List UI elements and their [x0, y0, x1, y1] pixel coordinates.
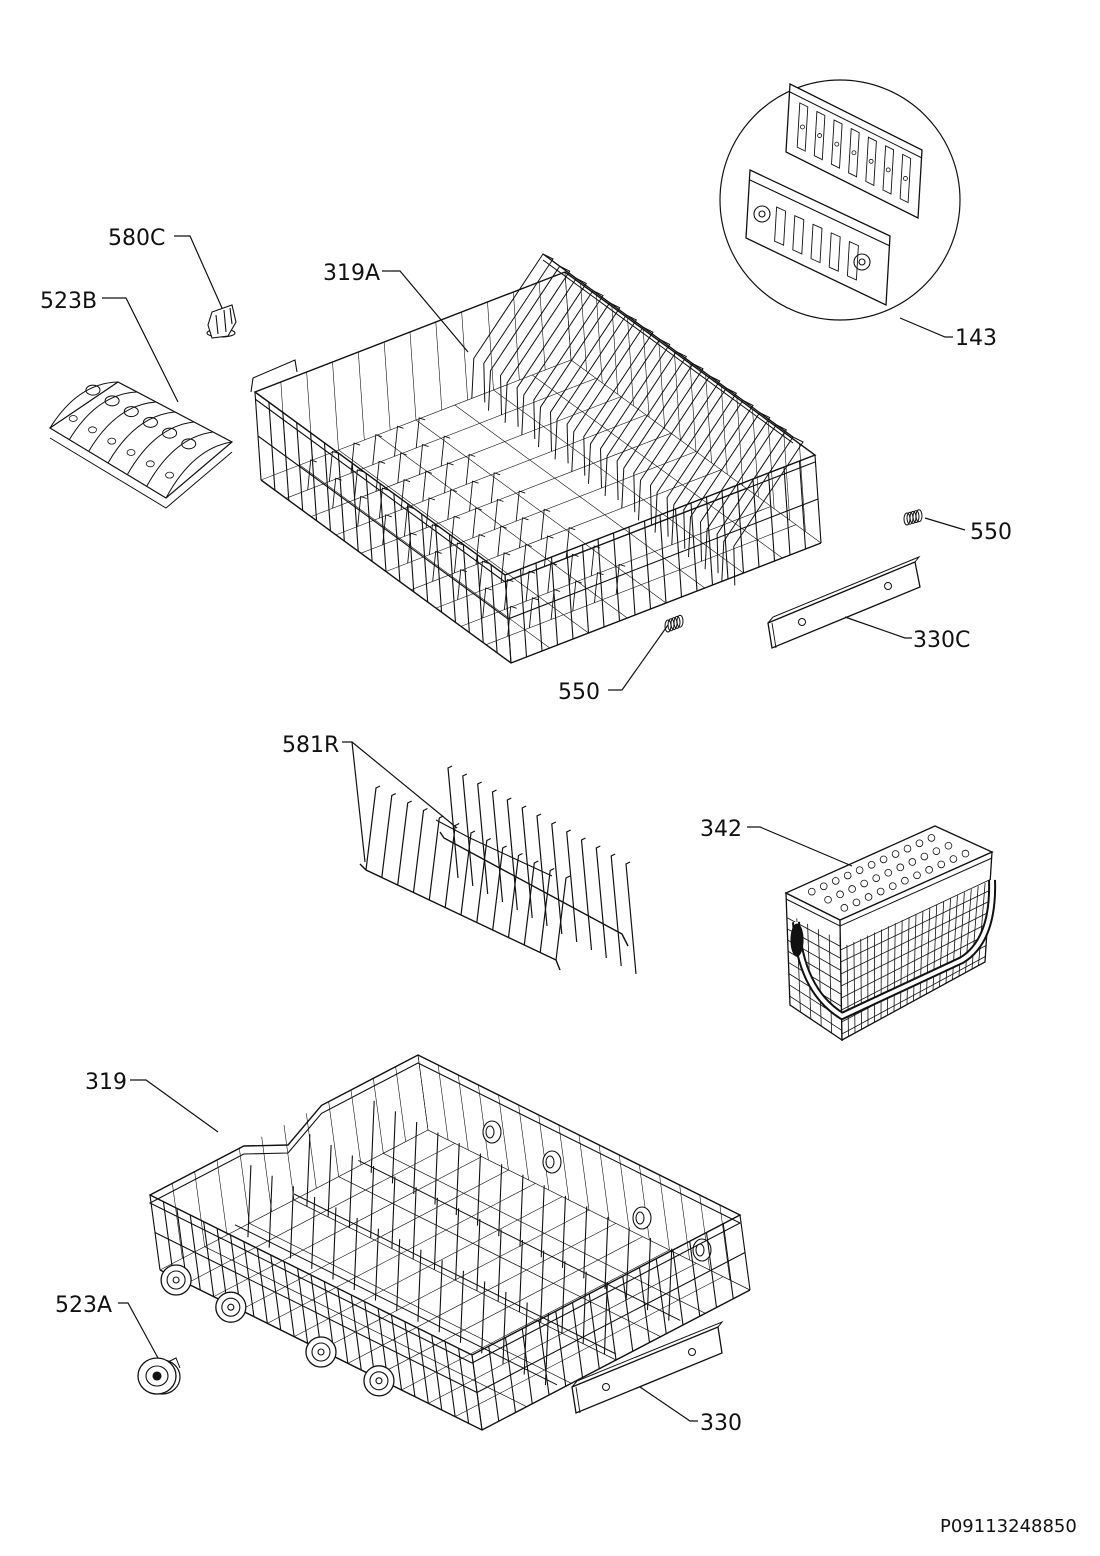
leader-580C	[174, 235, 223, 309]
callout-319A: 319A	[323, 261, 380, 286]
leader-lines	[102, 235, 966, 1422]
callout-319: 319	[85, 1070, 127, 1095]
spring-550-right	[903, 509, 923, 526]
callout-523A: 523A	[55, 1293, 112, 1318]
callout-143: 143	[955, 326, 997, 351]
detail-circle-143	[719, 79, 961, 321]
leader-143	[899, 317, 953, 338]
callout-580C: 580C	[108, 226, 165, 251]
callout-330C: 330C	[913, 628, 970, 653]
leader-523B	[102, 297, 179, 403]
lower-basket-319	[148, 1054, 751, 1431]
callout-523B: 523B	[40, 289, 97, 314]
spring-550-lower	[664, 614, 684, 633]
callout-550-right: 550	[970, 520, 1012, 545]
leader-330C	[844, 616, 912, 639]
leader-342	[747, 826, 853, 867]
bar-330	[571, 1320, 724, 1414]
wire-rack-581R	[359, 765, 637, 975]
bar-330C	[767, 555, 921, 649]
upper-basket-319A	[250, 253, 822, 664]
tray-523B	[48, 381, 234, 509]
drawing-number: P09113248850	[940, 1516, 1077, 1537]
clip-580C	[206, 304, 237, 339]
leader-581R-b	[351, 741, 458, 829]
leader-319	[130, 1079, 219, 1133]
leader-581R-a	[342, 741, 366, 863]
callout-330: 330	[700, 1411, 742, 1436]
wheel-523A	[137, 1357, 181, 1395]
callout-342: 342	[700, 817, 742, 842]
leader-319A	[382, 270, 469, 353]
callout-581R: 581R	[282, 733, 339, 758]
leader-523A	[118, 1302, 159, 1359]
callout-550-lower: 550	[558, 680, 600, 705]
leader-550-right	[924, 517, 966, 531]
leader-330	[639, 1386, 698, 1422]
leader-550-lower	[608, 624, 669, 691]
cutlery-basket-342	[784, 825, 997, 1042]
